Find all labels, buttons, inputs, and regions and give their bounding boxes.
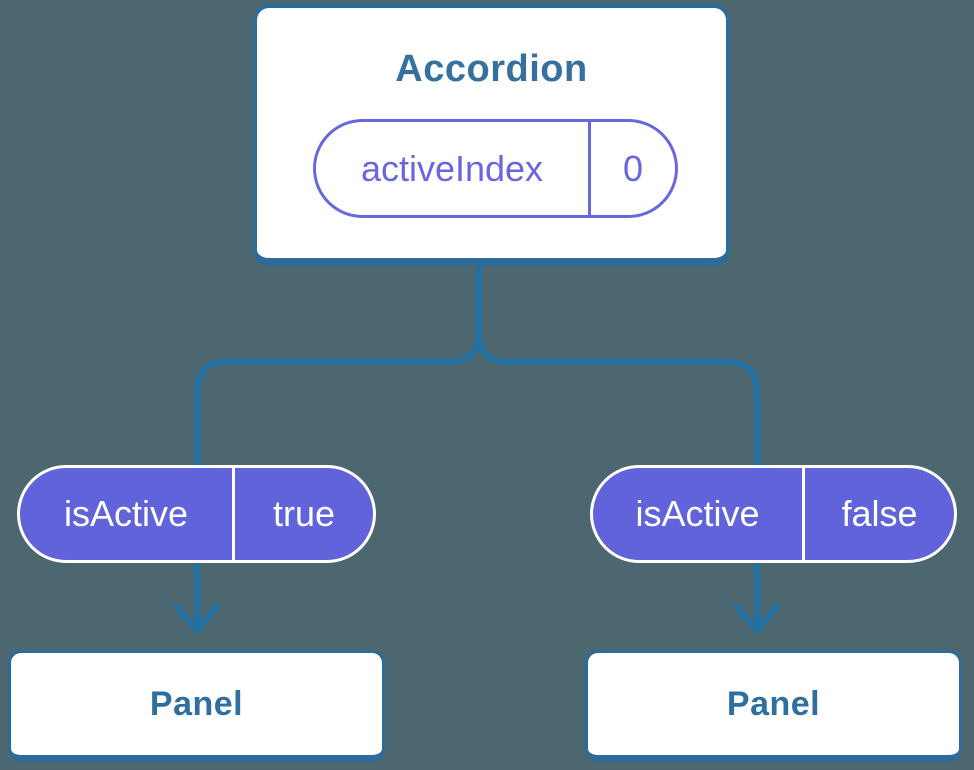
prop-pill-name: isActive (635, 493, 760, 534)
panel-node-label: Panel (149, 684, 244, 723)
panel-node-right: Panel (585, 650, 962, 762)
state-pill-value: 0 (622, 147, 644, 189)
accordion-node-title: Accordion (395, 48, 588, 90)
prop-pill-isactive-false: isActive false (590, 465, 957, 563)
prop-pill-isactive-true: isActive true (17, 465, 376, 563)
prop-pill-name: isActive (63, 493, 189, 534)
prop-pill-value: false (841, 493, 918, 534)
prop-pill-divider (232, 468, 235, 560)
state-pill-name: activeIndex (360, 147, 544, 189)
arrow-down-icon (172, 603, 222, 635)
arrow-down-icon (732, 603, 782, 635)
state-pill-activeindex: activeIndex 0 (313, 119, 678, 218)
panel-node-left: Panel (8, 650, 385, 762)
prop-pill-divider (802, 468, 805, 560)
connector-left-branch (194, 264, 482, 626)
panel-node-label: Panel (726, 684, 821, 723)
prop-pill-value: true (272, 493, 336, 534)
state-pill-divider (588, 122, 591, 215)
connector-right-branch (476, 264, 760, 626)
